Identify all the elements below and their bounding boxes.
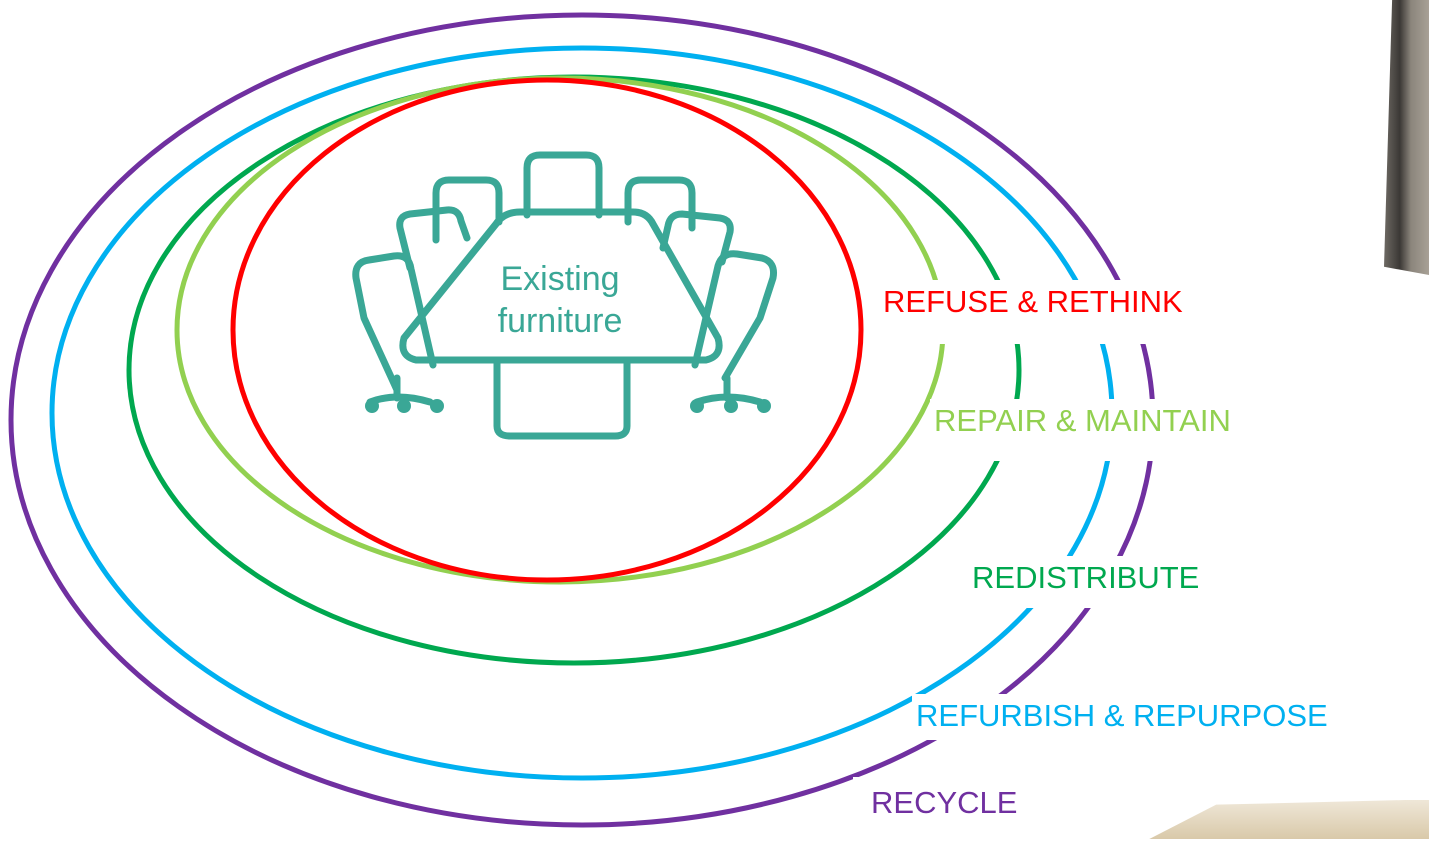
label-redistribute: REDISTRIBUTE (968, 556, 1204, 608)
ring-refuse-rethink (230, 77, 864, 583)
label-repair-maintain: REPAIR & MAINTAIN (930, 399, 1235, 461)
label-refuse-rethink: REFUSE & RETHINK (879, 280, 1187, 344)
furniture-photo-top (1384, 0, 1429, 275)
center-label-line1: Existing (500, 260, 620, 298)
center-label-line2: furniture (497, 302, 623, 340)
ring-redistribute (126, 74, 1022, 666)
caster-dots (365, 399, 771, 413)
center-label: Existing furniture (450, 258, 670, 342)
label-refurbish-repurpose: REFURBISH & REPURPOSE (912, 694, 1332, 740)
label-recycle: RECYCLE (853, 777, 1022, 823)
